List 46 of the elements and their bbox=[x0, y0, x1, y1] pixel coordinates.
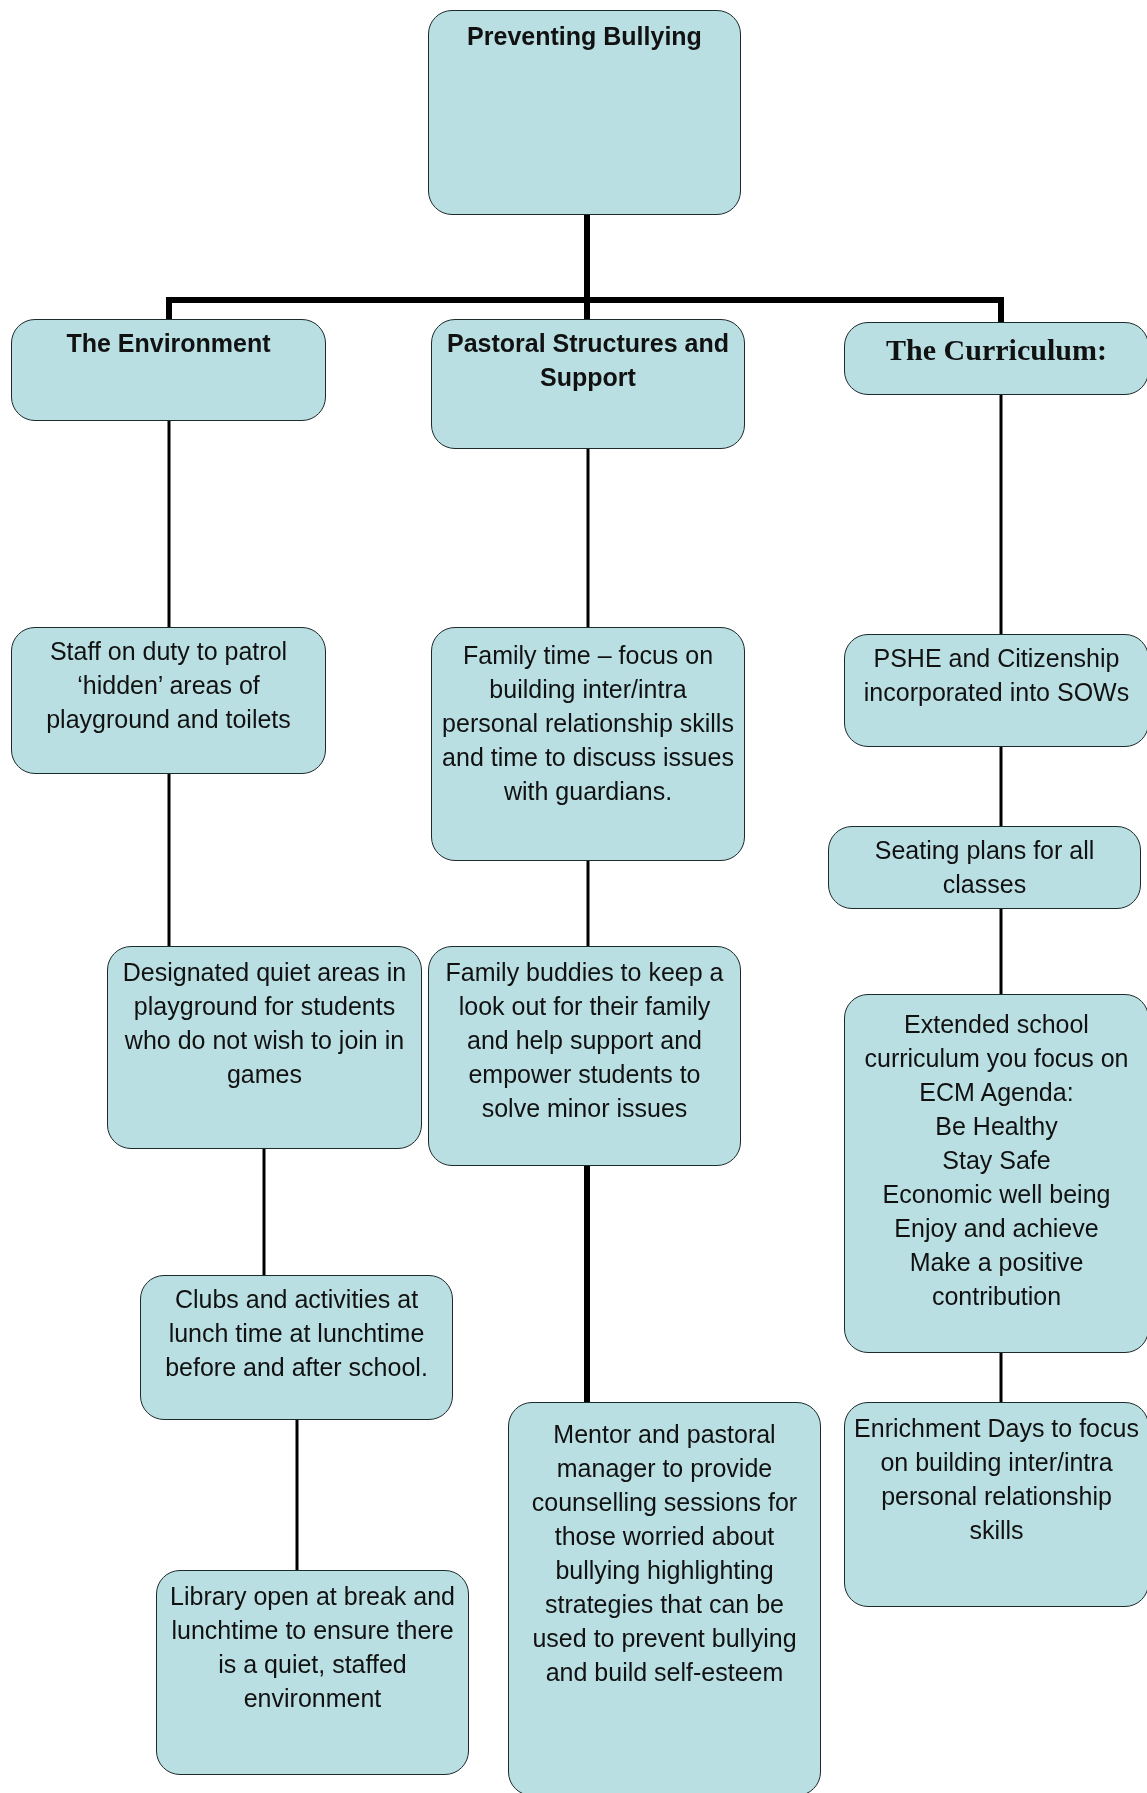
box-text: Seating plans for all classes bbox=[873, 835, 1096, 900]
rounded-box bbox=[828, 826, 1141, 909]
connector-line bbox=[999, 747, 1003, 826]
rounded-box bbox=[140, 1275, 453, 1420]
box-text: Make a positive contribution bbox=[908, 1247, 1085, 1312]
rounded-box bbox=[428, 10, 741, 215]
rounded-box bbox=[11, 627, 326, 774]
box-text: PSHE and Citizenship incorporated into SOWs bbox=[862, 643, 1131, 708]
connector-line bbox=[586, 449, 590, 627]
box-text: Be Healthy bbox=[935, 1111, 1058, 1142]
box-text: Stay Safe bbox=[942, 1145, 1051, 1176]
rounded-box bbox=[844, 994, 1147, 1353]
connector-line bbox=[262, 1149, 266, 1275]
connector-line bbox=[586, 861, 590, 946]
rounded-box bbox=[11, 319, 326, 421]
box-text: Family time – focus on building inter/intra personal relationship skills and time to discuss issues with guardians. bbox=[441, 640, 735, 807]
rounded-box bbox=[844, 322, 1147, 395]
rounded-box bbox=[431, 319, 745, 449]
box-text: Enrichment Days to focus on building inter/intra personal relationship skills bbox=[853, 1413, 1140, 1546]
connector-line bbox=[167, 421, 171, 627]
connector-line bbox=[295, 1420, 299, 1570]
connector-line bbox=[999, 1353, 1003, 1402]
connector-line bbox=[584, 1166, 590, 1402]
connector-line bbox=[999, 395, 1003, 634]
rounded-box bbox=[844, 1402, 1147, 1607]
rounded-box bbox=[107, 946, 422, 1149]
rounded-box bbox=[431, 627, 745, 861]
rounded-box bbox=[508, 1402, 821, 1793]
box-text: Mentor and pastoral manager to provide counselling sessions for those worried about bullying highlighting strategies that can be used to prevent bullying and build self-esteem bbox=[530, 1419, 799, 1688]
rounded-box bbox=[156, 1570, 469, 1775]
rounded-box bbox=[844, 634, 1147, 747]
box-text: Staff on duty to patrol ‘hidden’ areas of playground and toilets bbox=[45, 636, 292, 735]
box-heading: Preventing Bullying bbox=[467, 21, 702, 52]
box-text: Extended school curriculum you focus on ECM Agenda: bbox=[863, 1009, 1130, 1108]
box-text: Family buddies to keep a look out for their family and help support and empower students to solve minor issues bbox=[444, 957, 725, 1124]
box-text: Library open at break and lunchtime to ensure there is a quiet, staffed environment bbox=[169, 1581, 456, 1714]
connector-line bbox=[167, 774, 171, 946]
box-heading: Pastoral Structures and Support bbox=[446, 328, 730, 393]
box-text: Enjoy and achieve bbox=[894, 1213, 1099, 1244]
box-text: Clubs and activities at lunch time at lunchtime before and after school. bbox=[164, 1284, 429, 1383]
box-heading: The Environment bbox=[66, 328, 271, 359]
box-text: Designated quiet areas in playground for students who do not wish to join in games bbox=[121, 957, 408, 1090]
connector-line bbox=[999, 909, 1003, 994]
box-heading: The Curriculum: bbox=[886, 333, 1107, 367]
box-text: Economic well being bbox=[882, 1179, 1111, 1210]
rounded-box bbox=[428, 946, 741, 1166]
